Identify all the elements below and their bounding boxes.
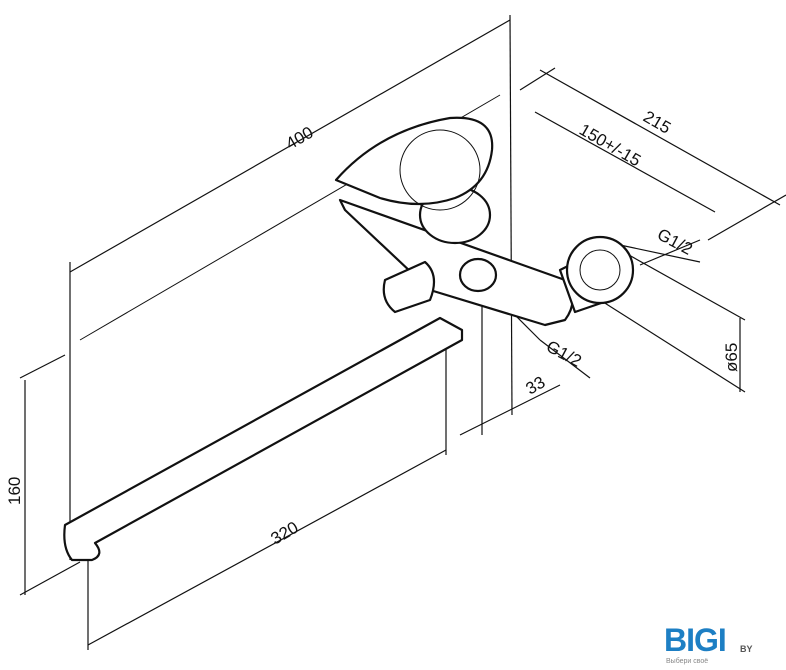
- spout: [63, 316, 464, 562]
- logo-name: BIGI: [664, 622, 727, 658]
- dimension-160: 160: [5, 354, 81, 596]
- faucet-body: [63, 116, 635, 562]
- thread-outlet-label: G1/2: [543, 337, 584, 371]
- wall-flange: [565, 235, 635, 305]
- dim-33-label: 33: [523, 373, 549, 399]
- outlet-nut: [458, 257, 498, 293]
- logo-suffix: BY: [740, 644, 753, 654]
- dimension-320: 320: [87, 340, 447, 650]
- diverter-knob: [382, 260, 436, 314]
- dim-160-label: 160: [5, 477, 24, 505]
- dim-d65-label: ø65: [722, 343, 741, 372]
- lever-handle: [334, 116, 494, 206]
- dim-150-label: 150+/-15: [576, 120, 644, 170]
- dimension-d65: ø65: [599, 249, 746, 393]
- bigi-logo[interactable]: BIGI BY Выбери своё: [664, 622, 784, 668]
- dim-400-label: 400: [283, 123, 317, 154]
- dimension-215: 215: [519, 67, 786, 241]
- logo-tagline: Выбери своё: [666, 658, 709, 665]
- dimension-150: 150+/-15: [534, 111, 716, 213]
- dim-215-label: 215: [640, 107, 674, 138]
